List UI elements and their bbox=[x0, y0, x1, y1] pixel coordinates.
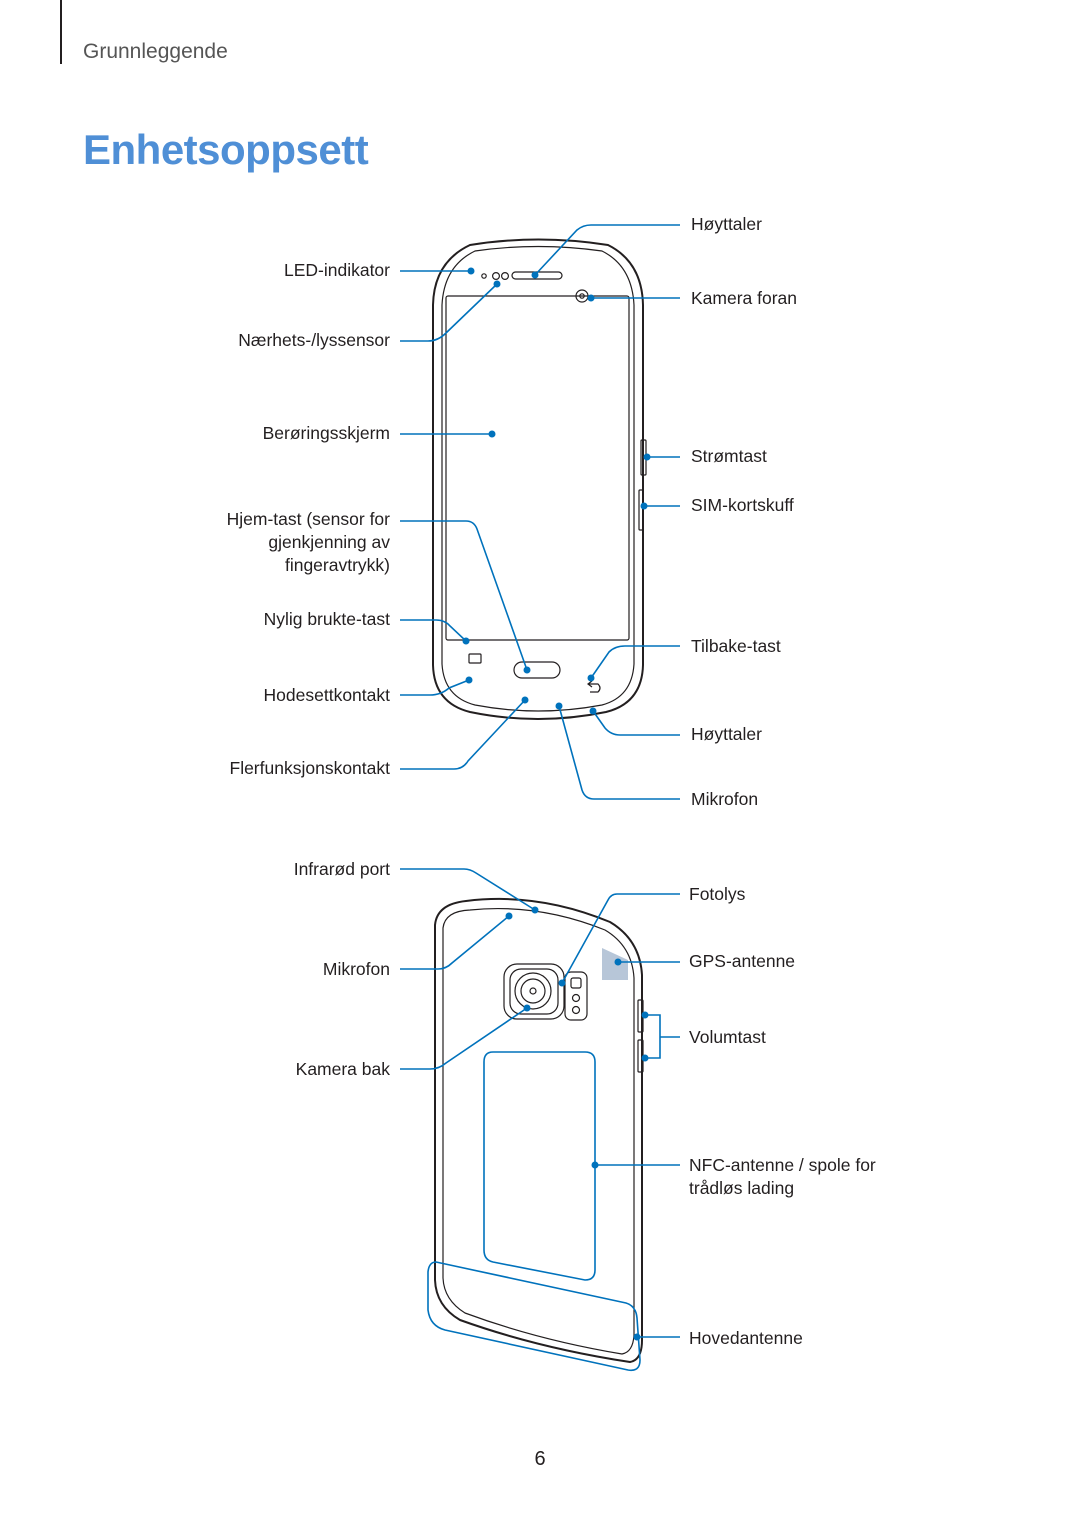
label-sim-tray: SIM-kortskuff bbox=[691, 495, 794, 515]
page-number: 6 bbox=[534, 1448, 546, 1470]
label-power-key: Strømtast bbox=[691, 446, 767, 466]
label-back-key: Tilbake-tast bbox=[691, 636, 781, 656]
section-header: Grunnleggende bbox=[83, 40, 228, 63]
label-volume-key: Volumtast bbox=[689, 1027, 766, 1047]
label-microphone-bottom: Mikrofon bbox=[691, 789, 759, 809]
label-home-key-line2: gjenkjenning av bbox=[268, 532, 390, 552]
label-headset-jack: Hodesettkontakt bbox=[263, 685, 390, 705]
header-rule bbox=[60, 0, 62, 64]
label-nfc-antenna-line1: NFC-antenne / spole for bbox=[689, 1155, 876, 1175]
front-screen bbox=[445, 295, 630, 641]
label-home-key-line3: fingeravtrykk) bbox=[284, 555, 390, 575]
label-touchscreen: Berøringsskjerm bbox=[262, 423, 390, 443]
label-home-key-line1: Hjem-tast (sensor for bbox=[226, 509, 390, 529]
label-rear-camera: Kamera bak bbox=[295, 1059, 390, 1079]
front-device bbox=[432, 238, 647, 720]
label-recent-apps-key: Nylig brukte-tast bbox=[263, 609, 390, 629]
back-device bbox=[434, 897, 644, 1364]
label-nfc-antenna-line2: trådløs lading bbox=[689, 1178, 795, 1198]
home-key bbox=[513, 661, 561, 679]
label-speaker: Høyttaler bbox=[691, 724, 762, 744]
label-gps-antenna: GPS-antenne bbox=[689, 951, 796, 971]
label-infrared-port: Infrarød port bbox=[293, 859, 390, 879]
back-callouts bbox=[400, 868, 680, 1372]
front-callouts bbox=[400, 224, 680, 800]
label-front-camera: Kamera foran bbox=[691, 288, 798, 308]
page-title: Enhetsoppsett bbox=[83, 126, 369, 173]
label-proximity-sensor: Nærhets-/lyssensor bbox=[238, 330, 390, 350]
label-flash: Fotolys bbox=[689, 884, 746, 904]
label-main-antenna: Hovedantenne bbox=[689, 1328, 803, 1348]
label-microphone-top: Mikrofon bbox=[322, 959, 390, 979]
label-led-indicator: LED-indikator bbox=[283, 260, 390, 280]
label-multipurpose-jack: Flerfunksjonskontakt bbox=[229, 758, 391, 778]
label-earpiece: Høyttaler bbox=[691, 214, 762, 234]
